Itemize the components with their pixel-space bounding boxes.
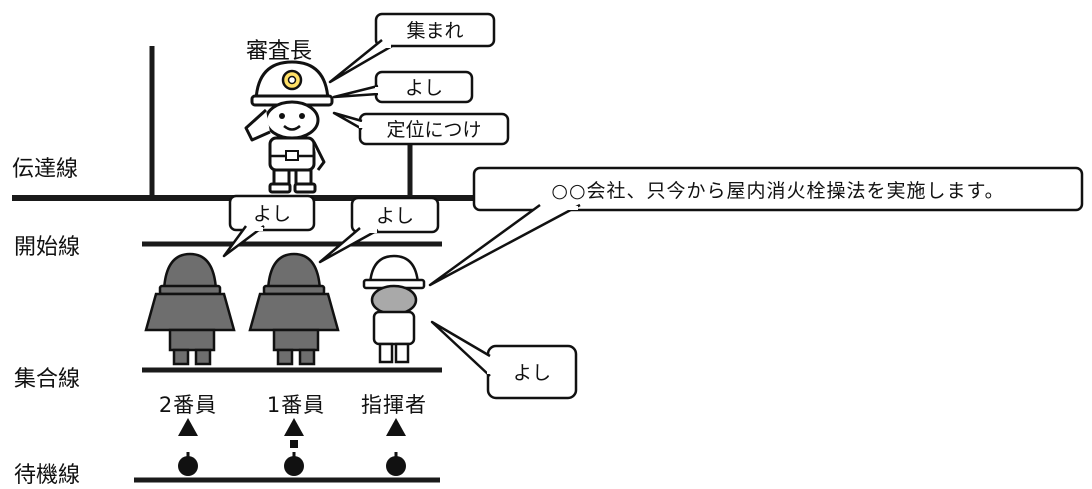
reply-bubble-no2: よし bbox=[222, 194, 316, 258]
shugo-line-label: 集合線 bbox=[14, 367, 80, 392]
member-no2-figure bbox=[144, 252, 236, 366]
inspector-title: 審査長 bbox=[246, 39, 312, 64]
taiki-line-label: 待機線 bbox=[14, 463, 80, 488]
reply-text-no2: よし bbox=[253, 203, 291, 225]
inspector-figure bbox=[244, 60, 334, 194]
command-bubble-yoshi: よし bbox=[332, 70, 474, 104]
reply-text-no1: よし bbox=[376, 205, 414, 227]
rank-label-no1: 1番員 bbox=[267, 393, 325, 417]
command-text-teii: 定位につけ bbox=[386, 119, 481, 141]
announcement-bubble: ○○会社、只今から屋内消火栓操法を実施します。 bbox=[428, 166, 1084, 287]
dentatsu-line-label: 伝達線 bbox=[12, 157, 78, 182]
announcement-text: ○○会社、只今から屋内消火栓操法を実施します。 bbox=[551, 180, 1004, 202]
reply-bubble-no1: よし bbox=[318, 196, 440, 264]
move-arrow-no2 bbox=[178, 418, 198, 476]
move-arrow-leader bbox=[386, 418, 406, 476]
reply-bubble-leader: よし bbox=[430, 320, 578, 400]
rank-label-leader: 指揮者 bbox=[361, 393, 427, 417]
leader-figure bbox=[362, 254, 426, 364]
command-text-yoshi: よし bbox=[405, 77, 443, 99]
reply-text-leader: よし bbox=[513, 362, 551, 384]
command-bubble-atsumare: 集まれ bbox=[328, 12, 496, 84]
kaishi-line-label: 開始線 bbox=[14, 235, 80, 260]
rank-label-no2: 2番員 bbox=[159, 393, 217, 417]
member-no1-figure bbox=[248, 252, 340, 366]
command-text-atsumare: 集まれ bbox=[406, 20, 463, 42]
move-arrow-no1 bbox=[284, 418, 304, 476]
command-bubble-teii: 定位につけ bbox=[332, 111, 510, 146]
